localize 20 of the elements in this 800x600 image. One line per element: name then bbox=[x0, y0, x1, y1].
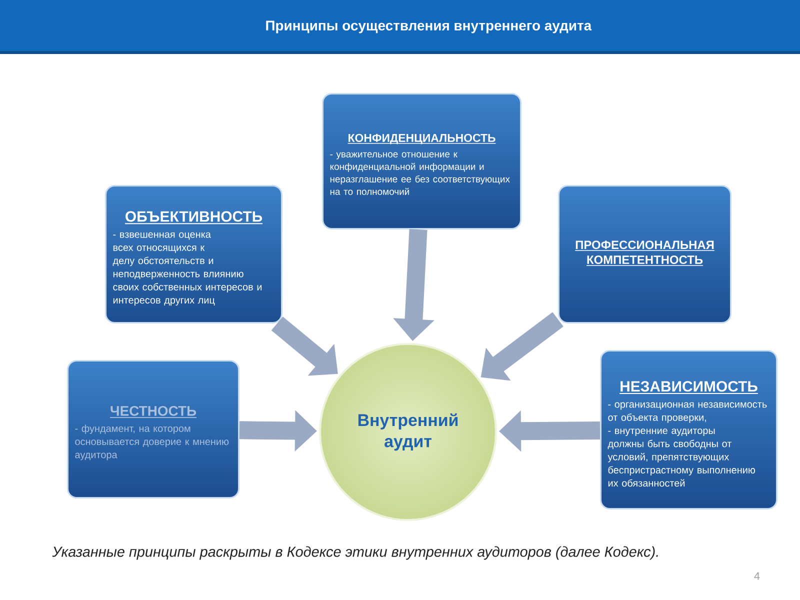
caption: Указанные принципы раскрыты в Кодексе этики внутренних аудиторов (далее Кодекс). bbox=[52, 546, 658, 560]
principle-title: КОНФИДЕНЦИАЛЬНОСТЬ bbox=[348, 134, 496, 144]
principle-box bbox=[322, 93, 522, 230]
principle-title: ЧЕСТНОСТЬ bbox=[110, 406, 196, 416]
principle-box bbox=[600, 350, 778, 510]
principle-title: НЕЗАВИСИМОСТЬ bbox=[620, 381, 758, 392]
principle-title: ПРОФЕССИОНАЛЬНАЯ КОМПЕТЕНТНОСТЬ bbox=[576, 240, 714, 266]
center-circle bbox=[319, 343, 497, 521]
slide-title: Принципы осуществления внутреннего аудита bbox=[266, 20, 592, 34]
principle-text: - фундамент, на котором основывается доверие к мнению аудитора bbox=[75, 424, 229, 460]
principle-text: - уважительное отношение к конфиденциальной информации и неразглашение ее без соответствующих на то полномочий bbox=[330, 152, 510, 195]
principle-title: ОБЪЕКТИВНОСТЬ bbox=[126, 211, 262, 222]
principle-box bbox=[558, 185, 732, 324]
central-topic: Внутренний аудит bbox=[358, 413, 458, 451]
principle-box bbox=[105, 185, 282, 324]
principle-text: - взвешенная оценка всех относящихся к делу обстоятельств и неподверженность влиянию своих собственных интересов и интересов других лиц bbox=[112, 232, 262, 306]
principle-text: - внутренние аудиторы должны быть свободны от условий, препятствующих беспристрастному выполнению их обязанностей bbox=[608, 428, 755, 487]
page-number: 4 bbox=[754, 572, 760, 580]
principle-box bbox=[67, 360, 240, 498]
principle-text: - организационная независимость от объекта проверки, bbox=[608, 402, 767, 423]
